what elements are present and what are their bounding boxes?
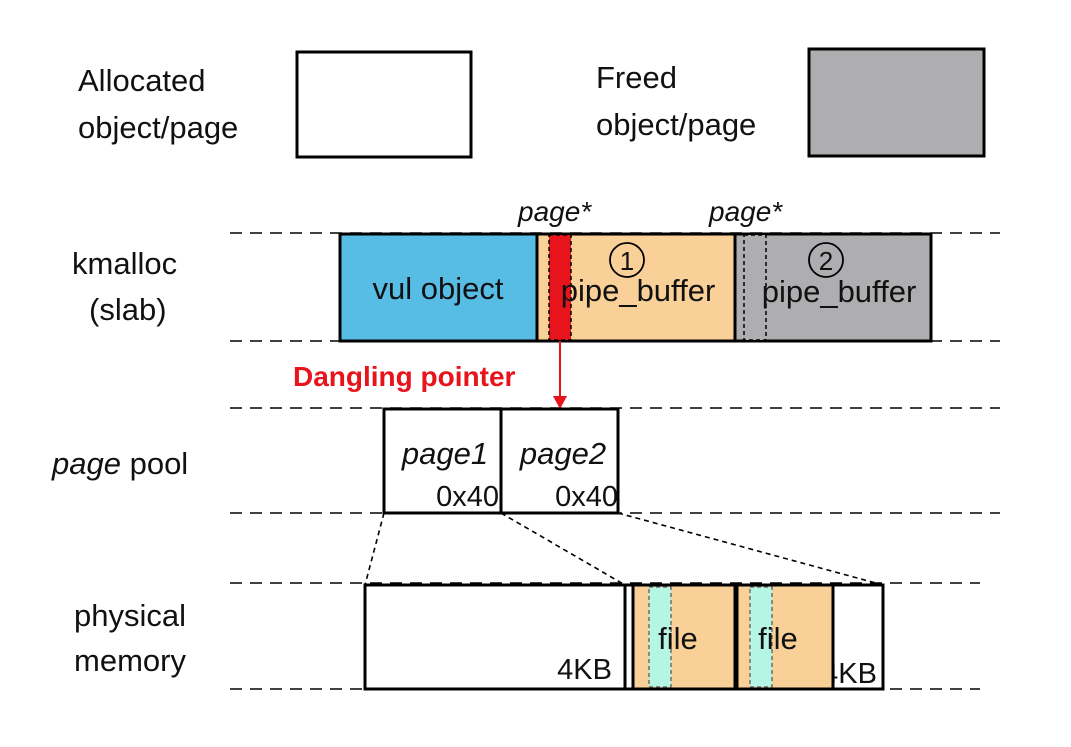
vul-object-block	[338, 232, 539, 343]
page-pointer-1-label: page*	[517, 196, 592, 227]
dangling-pointer-label: Dangling pointer	[293, 361, 516, 392]
connector-page2-right	[617, 512, 884, 586]
row-label-kmalloc-line2: (slab)	[89, 292, 167, 327]
row-label-physical-line2: memory	[74, 643, 186, 678]
vul-object-label: vul object	[373, 271, 504, 306]
page-pointer-1-field	[548, 234, 572, 341]
marker-1-number: 1	[620, 246, 634, 276]
legend-freed-label-line1: Freed	[596, 60, 677, 95]
file-object-2-stripe	[749, 586, 773, 688]
memory-page-left-size: 4KB	[557, 654, 612, 686]
pipe-buffer-2-block	[733, 232, 933, 343]
memory-page-left	[363, 583, 627, 691]
page-pointer-2-label: page*	[708, 196, 783, 227]
page2-label: page2	[519, 436, 606, 471]
row-label-page-pool-italic: page	[51, 446, 121, 481]
pipe-buffer-2-label: pipe_buffer	[762, 274, 917, 309]
marker-2-number: 2	[819, 246, 833, 276]
legend-freed-label-line2: object/page	[596, 107, 756, 142]
legend-freed-swatch	[807, 47, 986, 158]
row-label-page-pool: page pool	[51, 446, 188, 481]
file-object-1-label: file	[658, 621, 698, 656]
page2-size: 0x40	[555, 481, 618, 513]
dangling-pointer-arrow-head	[553, 396, 567, 409]
pool-to-memory-connectors	[364, 512, 884, 586]
page2-block	[499, 407, 620, 515]
legend-allocated-label-line2: object/page	[78, 110, 238, 145]
page-pointer-2-field	[743, 234, 767, 341]
row-label-physical-line1: physical	[74, 598, 186, 633]
row-label-page-pool-rest: pool	[121, 446, 188, 481]
page1-block	[382, 407, 503, 515]
connector-page1-left	[364, 512, 385, 586]
legend-allocated-swatch	[295, 50, 473, 159]
marker-2-circle	[808, 242, 844, 278]
legend-allocated-label-line1: Allocated	[78, 63, 206, 98]
row-label-kmalloc-line1: kmalloc	[72, 246, 177, 281]
connector-page1-right	[500, 512, 626, 586]
marker-1-circle	[609, 242, 645, 278]
pipe-buffer-1-label: pipe_buffer	[561, 273, 716, 308]
file-object-2-label: file	[758, 621, 798, 656]
page1-label: page1	[401, 436, 488, 471]
file-object-1-stripe	[648, 586, 672, 688]
page1-size: 0x40	[436, 481, 499, 513]
